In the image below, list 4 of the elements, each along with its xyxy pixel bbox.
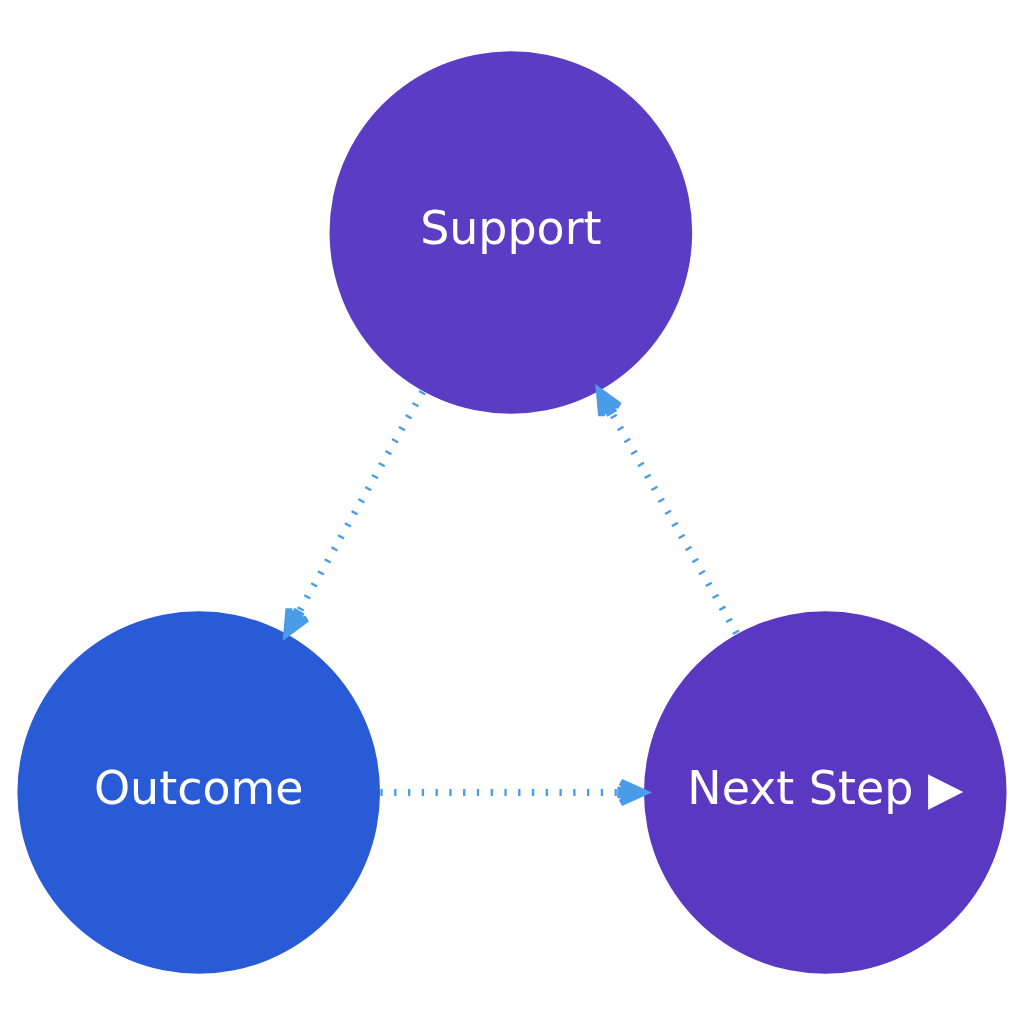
node-circle: Outcome — [17, 610, 381, 974]
arrow — [595, 387, 740, 635]
node-circle: Next Step ▶ — [643, 610, 1007, 974]
node-circle: Support — [329, 50, 693, 414]
